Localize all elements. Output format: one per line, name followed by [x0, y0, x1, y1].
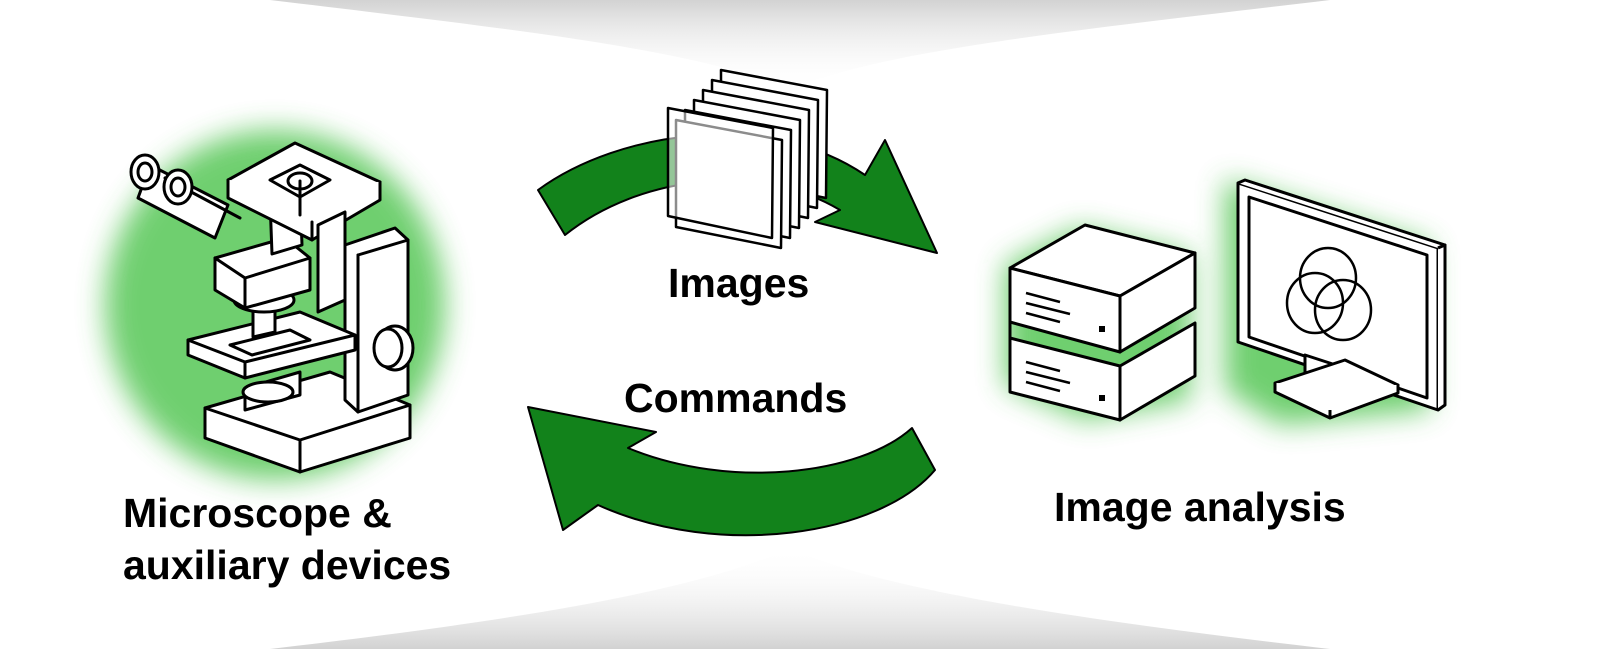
images-arrow — [537, 133, 938, 254]
server-icon — [1008, 223, 1197, 422]
venn-logo-icon — [1285, 246, 1373, 342]
microscope-label-line2: auxiliary devices — [123, 542, 452, 588]
commands-arrow — [527, 406, 936, 537]
image-analysis-label: Image analysis — [1054, 484, 1346, 530]
image-stack-icon — [666, 68, 829, 250]
monitor-icon — [1236, 178, 1447, 420]
microscope-icon — [129, 141, 415, 474]
microscope-label: Microscope & auxiliary devices — [123, 487, 451, 591]
background-shading — [270, 0, 1330, 649]
microscope-label-line1: Microscope & — [123, 490, 392, 536]
commands-label: Commands — [624, 375, 848, 421]
bottom-shading — [270, 548, 1330, 649]
images-label: Images — [668, 260, 810, 306]
top-shading — [270, 0, 1330, 90]
